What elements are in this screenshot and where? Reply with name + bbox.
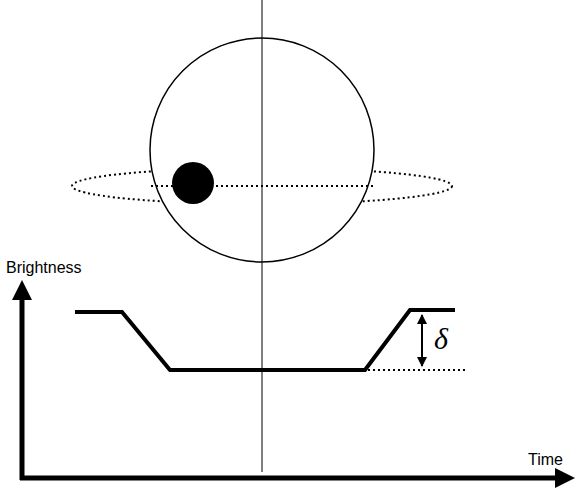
planet (172, 162, 214, 204)
centre-line (262, 0, 263, 472)
axis-label: Time (528, 452, 563, 468)
light-curve (75, 310, 455, 370)
depth-symbol: δ (434, 324, 448, 354)
x-axis (20, 476, 565, 481)
axis-label: Brightness (6, 260, 82, 276)
y-axis (20, 290, 25, 480)
depth-arrow (421, 315, 423, 366)
depth-baseline (368, 369, 466, 371)
